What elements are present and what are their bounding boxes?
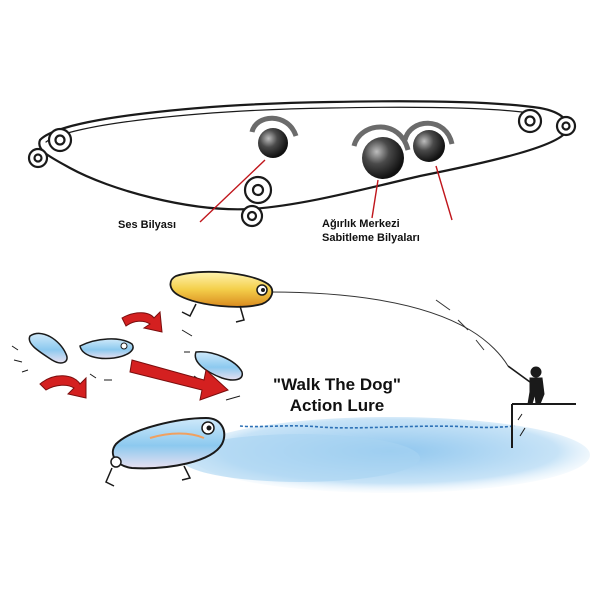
front-eyelet-icon	[27, 127, 73, 169]
weight-ball-label-line1: Ağırlık Merkezi	[322, 218, 400, 230]
weight-ball-large-icon	[351, 124, 411, 179]
sound-ball-icon	[249, 115, 299, 158]
dock-icon	[511, 403, 576, 448]
title-line2: Action Lure	[289, 396, 385, 415]
motion-arrows	[39, 310, 229, 401]
belly-eyelet-icon	[240, 175, 273, 228]
sound-ball-label: Ses Bilyası	[118, 219, 177, 231]
small-lure-middle-icon	[79, 338, 134, 381]
motion-streaks	[435, 299, 485, 351]
weight-ball-label-line2: Sabitleme Bilyaları	[322, 232, 420, 244]
leader-lines	[199, 159, 453, 223]
rear-eyelet-icon	[517, 108, 577, 137]
small-lure-right-icon	[181, 329, 243, 381]
lure-body-outline	[38, 100, 569, 211]
fishing-line	[269, 291, 509, 367]
small-lure-left-icon	[11, 332, 68, 373]
yellow-lure-icon	[169, 271, 274, 323]
angler-icon	[507, 365, 545, 405]
water-area	[180, 417, 590, 493]
title-line1: "Walk The Dog"	[273, 375, 401, 394]
weight-ball-small-icon	[402, 120, 455, 162]
large-blue-lure-icon	[105, 395, 241, 487]
